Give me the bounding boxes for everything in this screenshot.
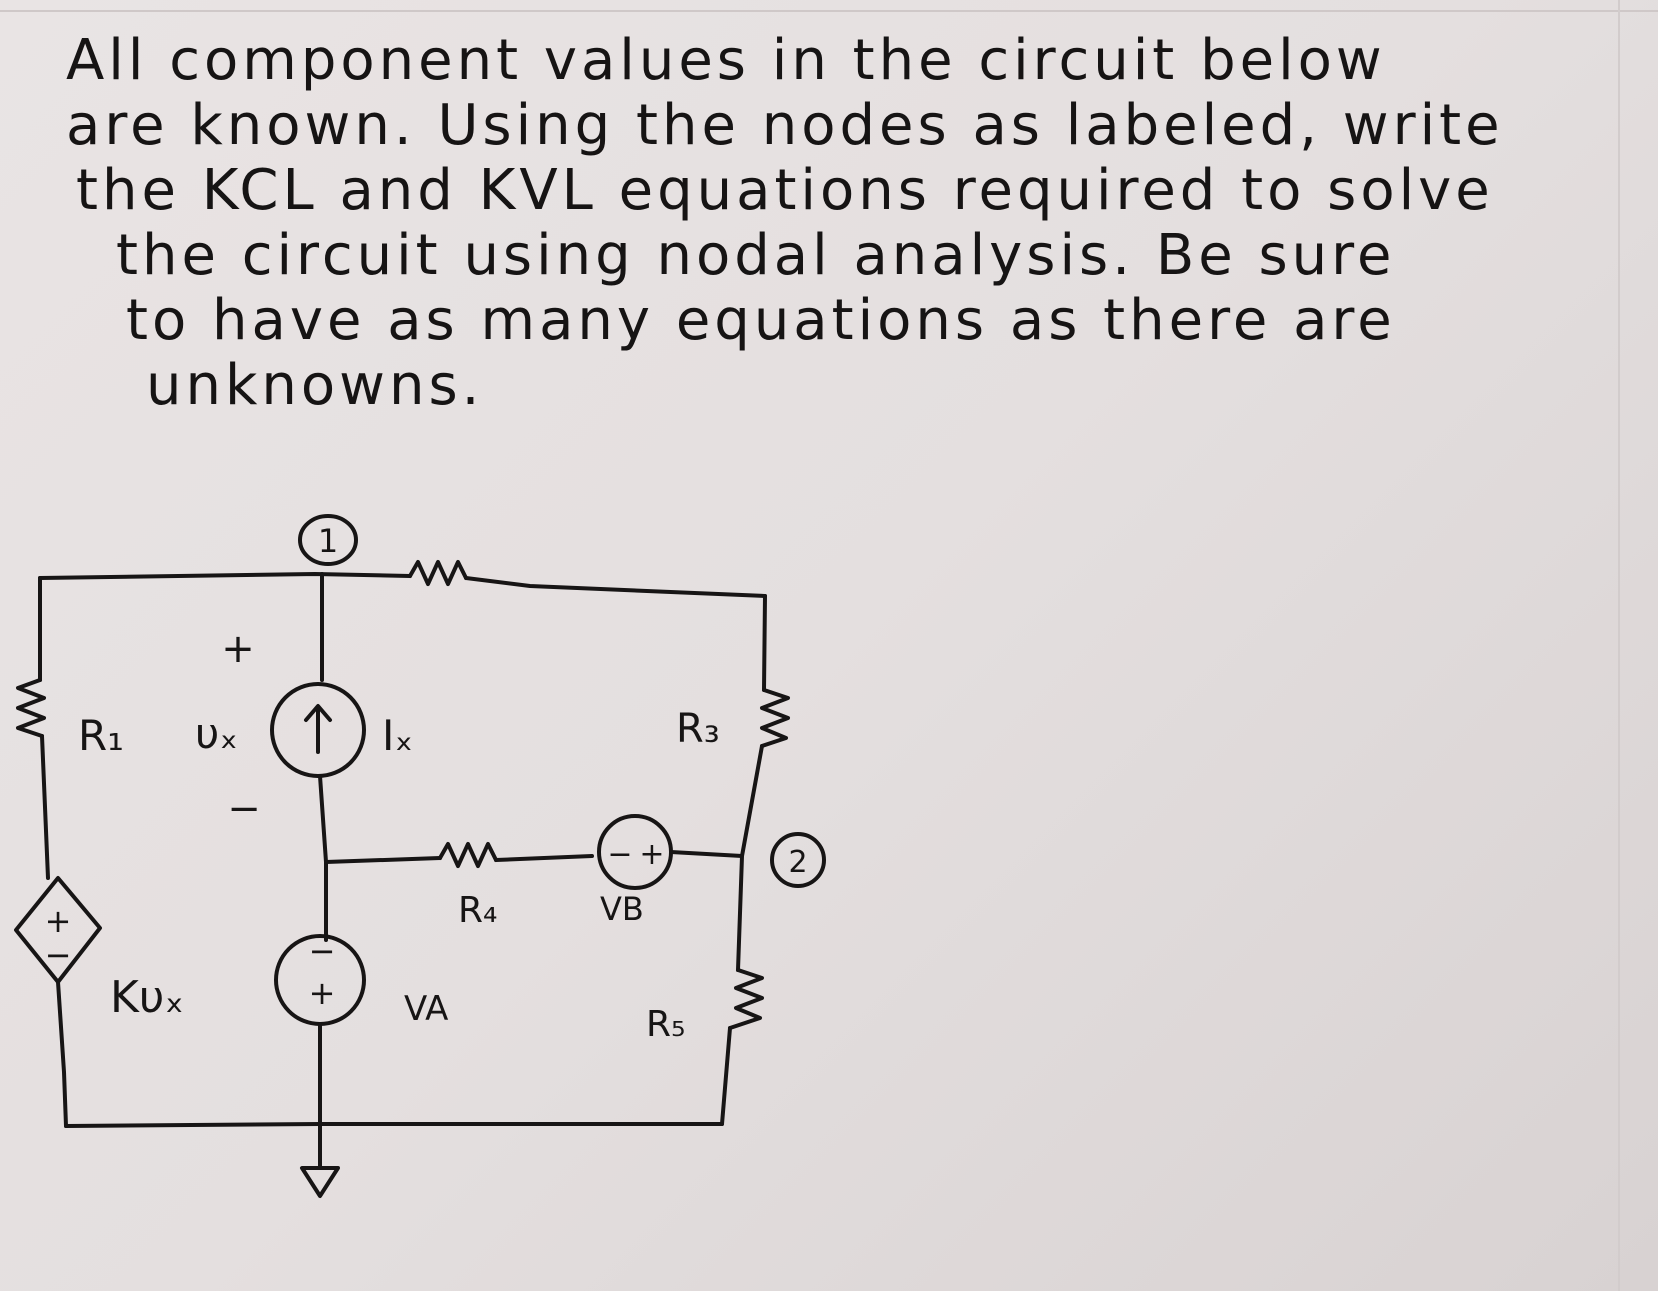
mid-wire-lower <box>318 774 328 942</box>
right-wire-lower <box>720 1026 732 1126</box>
problem-line-6: unknowns. <box>146 353 484 418</box>
paper-ruled-line-top <box>0 10 1658 12</box>
vb-plus: + <box>639 837 664 872</box>
r4-left-wire <box>324 856 442 864</box>
problem-line-1: All component values in the circuit belo… <box>66 28 1386 93</box>
dep-source-plus: + <box>45 902 72 940</box>
node-1-circle <box>298 514 358 566</box>
left-wire-mid <box>40 734 50 880</box>
r1-label: R₁ <box>78 711 124 760</box>
vx-minus: − <box>227 786 261 832</box>
r4-resistor <box>438 842 498 868</box>
r3-resistor <box>760 688 790 748</box>
dep-source-minus: − <box>45 936 72 974</box>
node-2-circle <box>770 832 826 888</box>
problem-line-2: are known. Using the nodes as labeled, w… <box>66 93 1504 158</box>
vb-label: VB <box>600 890 644 928</box>
r3-label: R₃ <box>676 706 720 752</box>
problem-statement: All component values in the circuit belo… <box>66 28 1606 418</box>
r5-resistor <box>728 968 764 1030</box>
left-wire-lower <box>56 980 68 1128</box>
problem-line-4: the circuit using nodal analysis. Be sur… <box>116 223 1396 288</box>
r4-right-wire <box>494 854 594 862</box>
ix-label: Iₓ <box>382 711 413 760</box>
va-minus: − <box>309 932 336 970</box>
va-plus: + <box>309 974 336 1012</box>
problem-line-5: to have as many equations as there are <box>126 288 1396 353</box>
paper-ruled-line-right <box>1618 0 1620 1291</box>
node-1-label: 1 <box>318 522 338 560</box>
r5-label: R₅ <box>646 1004 685 1045</box>
right-wire-upper <box>762 594 767 692</box>
r4-label: R₄ <box>458 890 497 931</box>
right-wire-mid <box>736 744 764 972</box>
r1-resistor <box>16 678 46 738</box>
r2-resistor <box>408 560 468 586</box>
vx-plus: + <box>221 626 255 672</box>
current-arrow-icon <box>304 704 332 754</box>
problem-line-3: the KCL and KVL equations required to so… <box>76 158 1494 223</box>
bottom-wire <box>64 1122 724 1128</box>
dep-source-label: Kυₓ <box>110 972 184 1023</box>
node-2-label: 2 <box>788 845 807 880</box>
vb-right-wire <box>669 850 744 858</box>
vb-minus: − <box>607 837 632 872</box>
vx-label: υₓ <box>195 709 238 758</box>
ground-icon <box>300 1166 340 1198</box>
top-wire <box>38 572 412 580</box>
top-right-wire <box>464 576 767 598</box>
va-label: VA <box>404 989 448 1029</box>
